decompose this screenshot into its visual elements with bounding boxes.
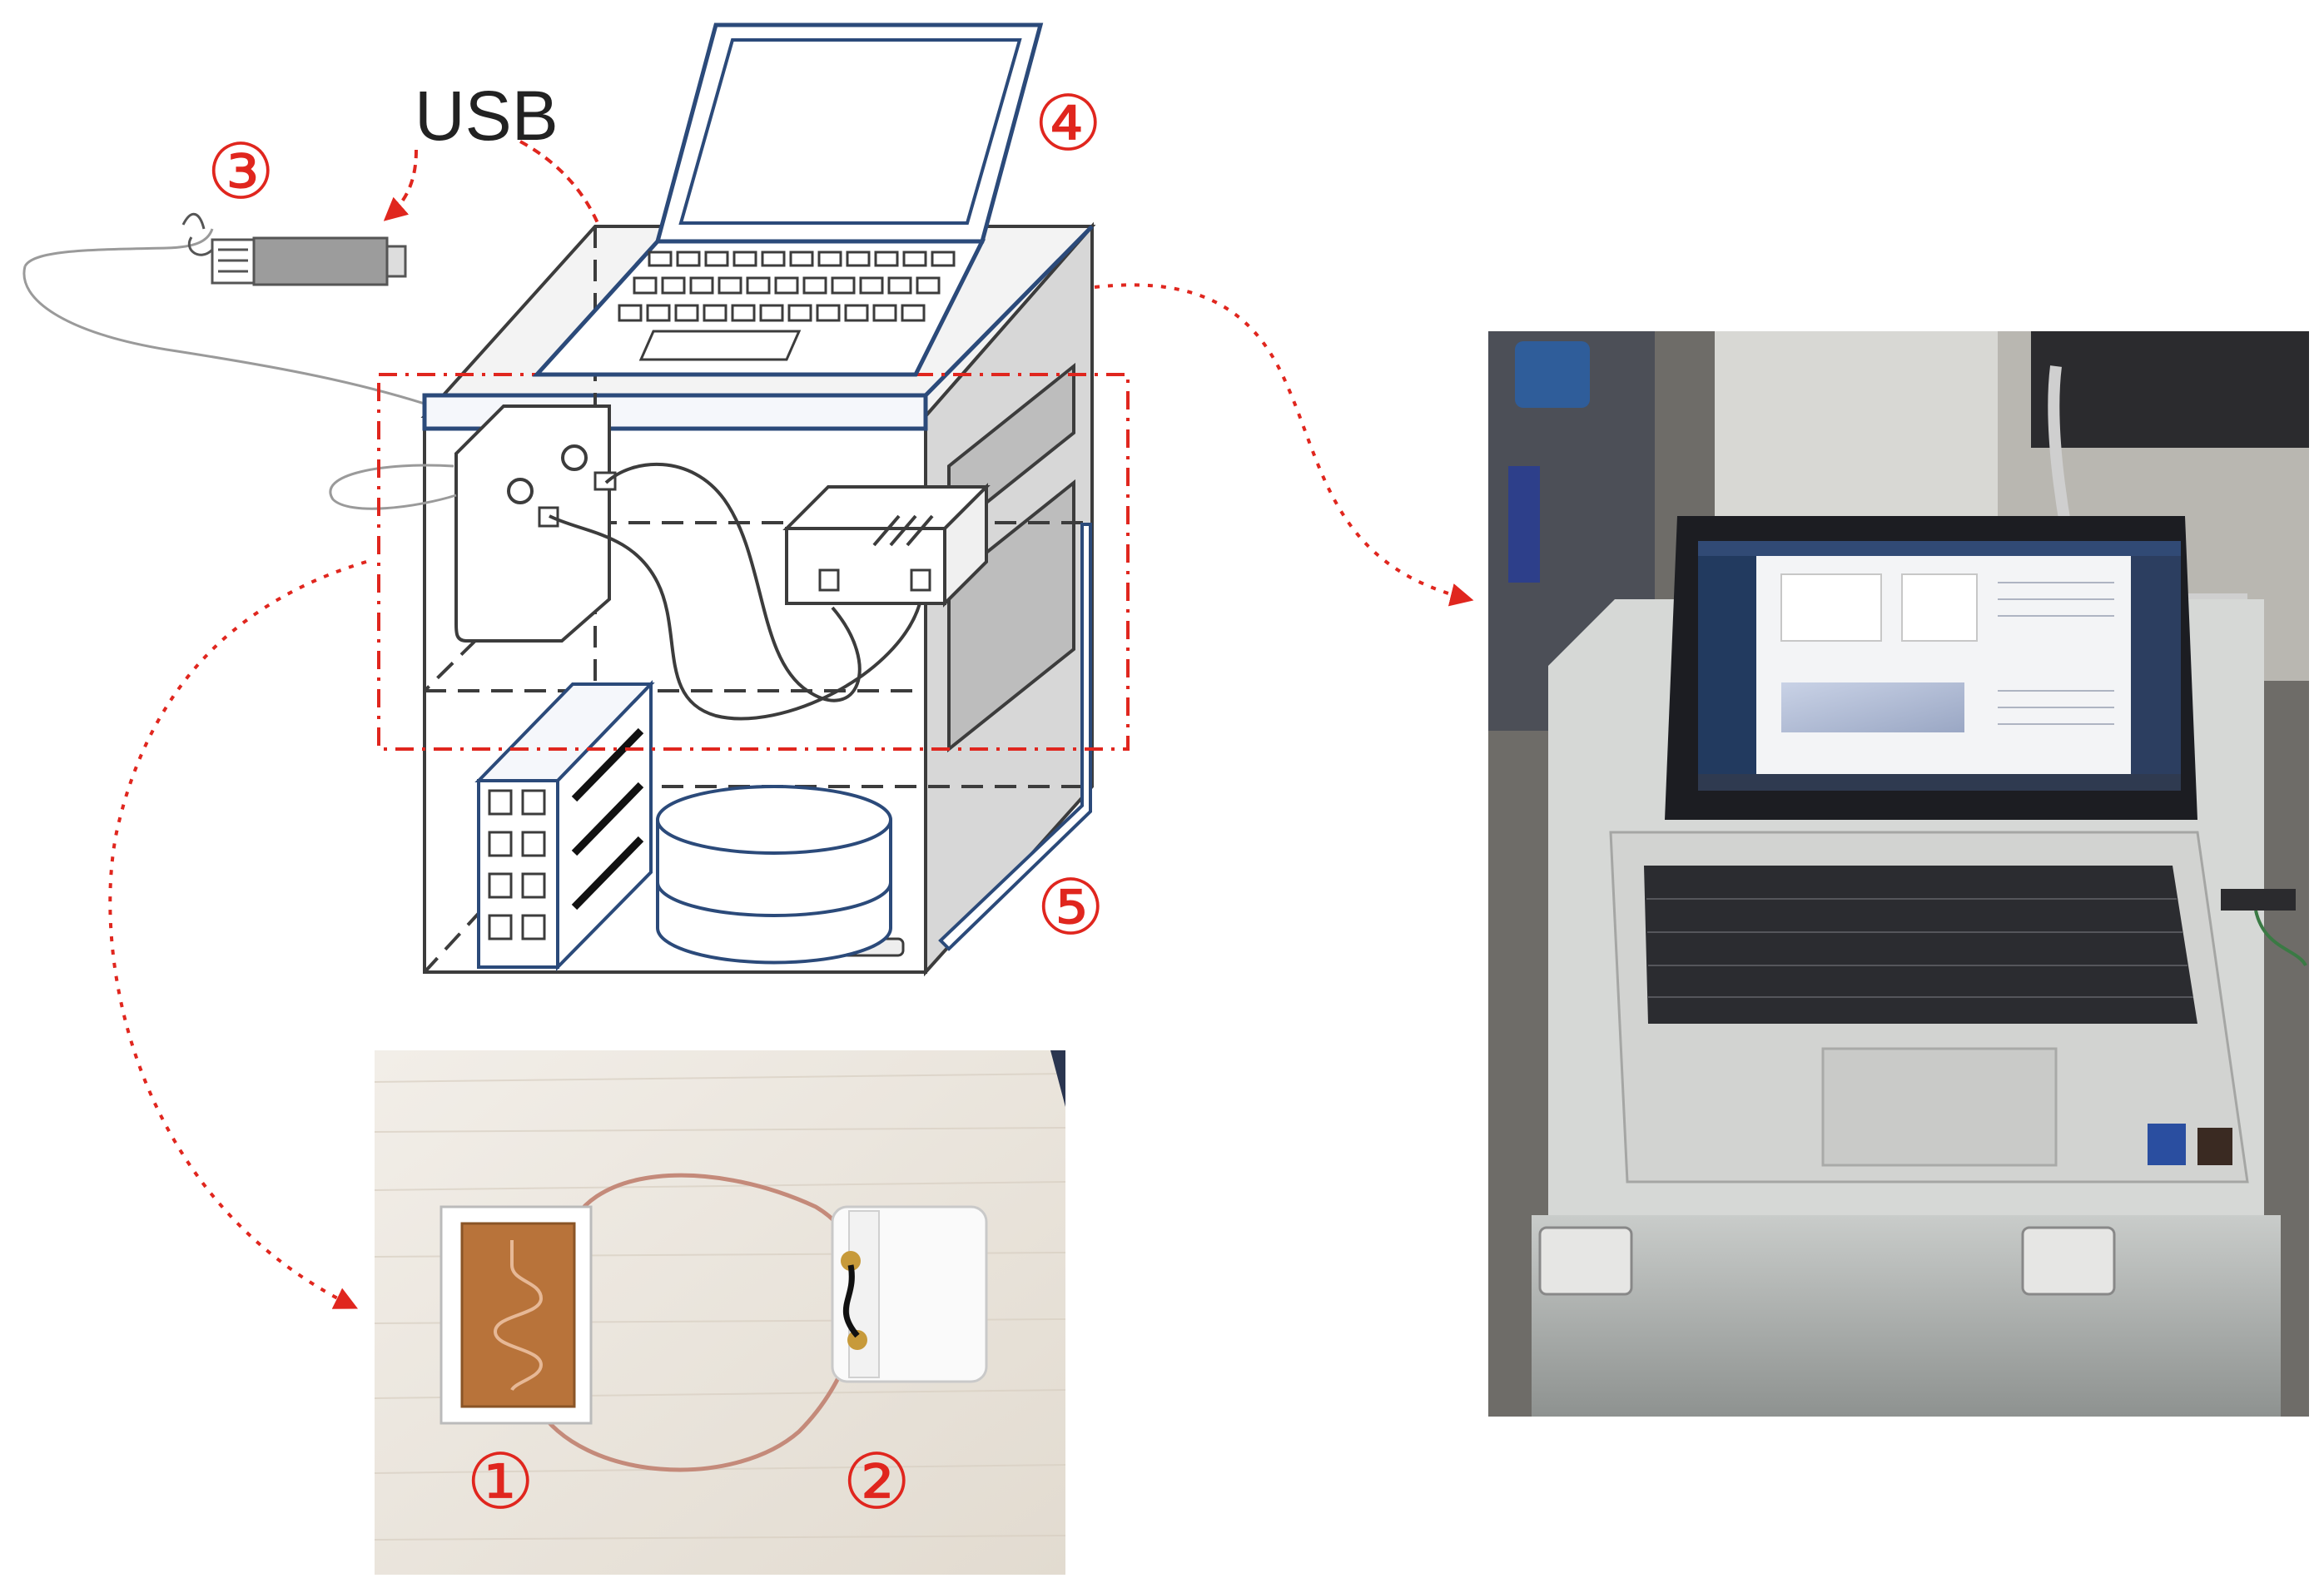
usb-label: USB bbox=[415, 77, 559, 155]
cabinet-icon bbox=[329, 221, 1096, 977]
marker-1: ① bbox=[466, 1437, 534, 1526]
usb-adapter-icon bbox=[22, 213, 450, 414]
usb-arrow-left bbox=[383, 149, 418, 221]
arrow-to-sensor-photo bbox=[108, 560, 367, 1309]
marker-5: ⑤ bbox=[1036, 863, 1105, 952]
sensor-photo bbox=[374, 1050, 1066, 1575]
marker-3: ③ bbox=[206, 127, 275, 216]
laptop-photo bbox=[1488, 331, 2309, 1417]
arrow-to-laptop-photo bbox=[1094, 283, 1474, 607]
marker-2: ② bbox=[842, 1437, 911, 1526]
laptop-icon bbox=[532, 22, 1044, 377]
marker-4: ④ bbox=[1034, 79, 1102, 168]
